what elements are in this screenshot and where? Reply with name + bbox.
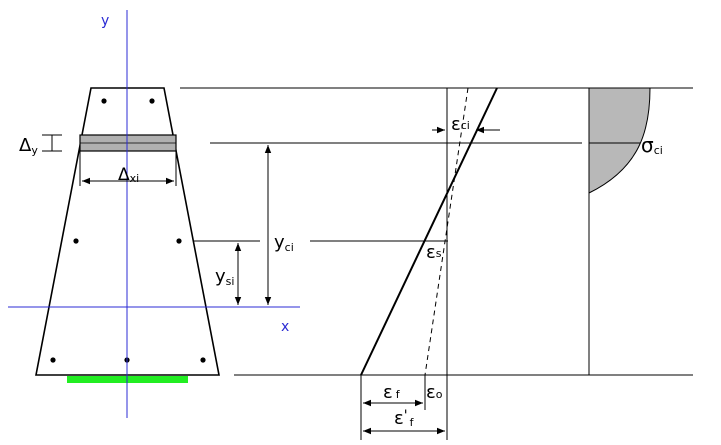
strain-profile-line — [360, 87, 498, 376]
eps-s-label: εs — [426, 242, 442, 263]
sigma-ci-label: σci — [641, 133, 663, 157]
rebar-mid-left — [73, 238, 79, 244]
rebar-mid-right — [176, 238, 182, 244]
delta-xi-label: Δxi — [118, 165, 139, 185]
eps-o-label: εo — [426, 382, 443, 403]
delta-y-label: Δy — [19, 135, 38, 157]
eps-ci-label: εci — [451, 114, 470, 135]
concrete-stress-block — [588, 87, 651, 194]
rebar-top-left — [101, 98, 107, 104]
rebar-bottom-right — [200, 357, 206, 363]
y-axis-label: y — [101, 13, 109, 29]
rebar-bottom-left — [50, 357, 56, 363]
ysi-label: ysi — [215, 266, 234, 288]
rebar-top-right — [149, 98, 155, 104]
trapezoid-section — [35, 87, 220, 376]
yci-label: yci — [274, 232, 294, 254]
x-axis-label: x — [281, 319, 289, 335]
initial-strain-dashed-line — [424, 87, 469, 376]
eps-f-prime-label: ε'f — [394, 408, 415, 429]
